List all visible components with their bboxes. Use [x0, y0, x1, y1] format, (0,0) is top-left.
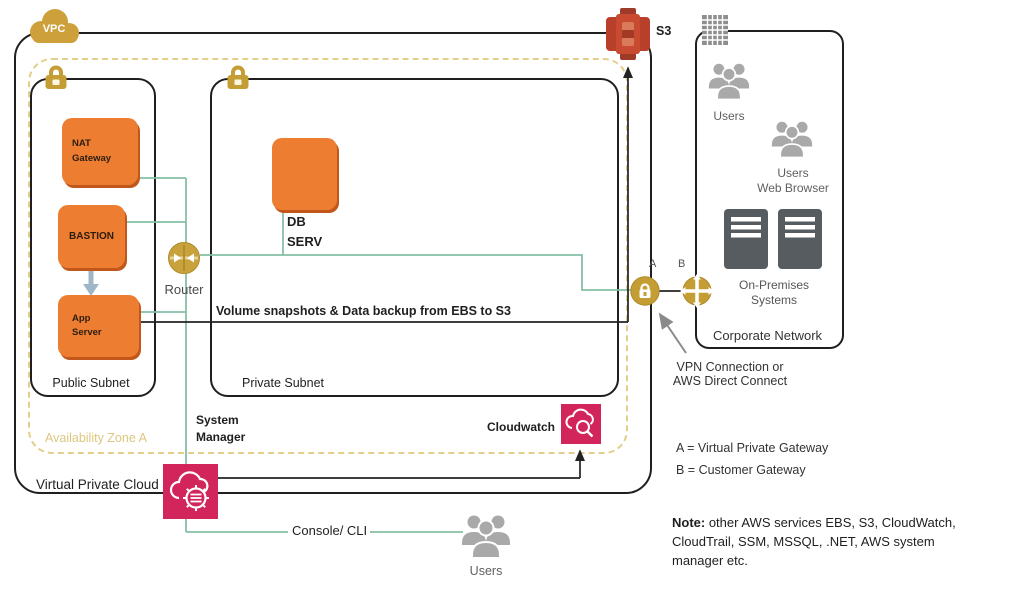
- building-icon: [702, 15, 728, 45]
- nat-gateway-node: NAT Gateway: [62, 118, 138, 185]
- bottom-users-label: Users: [469, 564, 503, 578]
- on-premises-label: On-Premises Systems: [738, 278, 809, 307]
- systems-manager-icon: [163, 464, 218, 519]
- router-label: Router: [164, 282, 204, 297]
- vpc-cloud-icon: [30, 9, 79, 43]
- note-prefix: Note:: [672, 515, 706, 530]
- vpn-connection-label: VPN Connection or AWS Direct Connect: [672, 360, 788, 388]
- backup-flow-label: Volume snapshots & Data backup from EBS …: [216, 304, 511, 318]
- vpc-cloud-label: VPC: [42, 23, 66, 35]
- system-manager-label: System Manager: [196, 413, 246, 445]
- vpc-boundary: [14, 32, 652, 494]
- users-icon: [461, 511, 511, 561]
- lock-icon: [224, 63, 252, 90]
- db-server-node: [272, 138, 337, 210]
- db-server-label: DB SERV: [287, 214, 323, 250]
- gateway-b-label: B: [678, 258, 686, 270]
- users-web-browser-label: Users Web Browser: [757, 166, 829, 195]
- users-icon: [708, 58, 750, 104]
- availability-zone-label: Availability Zone A: [45, 431, 147, 445]
- customer-gateway-icon: [680, 274, 714, 308]
- corp-users-label: Users: [713, 109, 745, 123]
- public-subnet-label: Public Subnet: [52, 376, 130, 390]
- private-subnet: [210, 78, 619, 397]
- virtual-private-gateway-icon: [630, 276, 660, 306]
- users-web-browser-icon: [771, 116, 813, 162]
- corporate-network-label: Corporate Network: [712, 328, 823, 343]
- s3-label: S3: [656, 24, 672, 38]
- note-text: Note: other AWS services EBS, S3, CloudW…: [672, 514, 982, 571]
- corporate-network: [695, 30, 844, 349]
- server-icon: [723, 208, 769, 270]
- gateway-a-label: A: [649, 258, 657, 270]
- bastion-node: BASTION: [58, 205, 125, 268]
- lock-icon: [42, 63, 70, 90]
- note-body: other AWS services EBS, S3, CloudWatch, …: [672, 515, 956, 568]
- s3-icon: [606, 8, 650, 60]
- legend-b: B = Customer Gateway: [676, 463, 806, 477]
- app-server-node: App Server: [58, 295, 139, 357]
- vpn-pointer-arrow: [658, 312, 687, 354]
- private-subnet-label: Private Subnet: [242, 376, 324, 390]
- cloudwatch-icon: [561, 404, 601, 444]
- console-cli-label: Console/ CLI: [292, 523, 368, 538]
- public-subnet: [30, 78, 156, 397]
- router-icon: [167, 241, 201, 275]
- server-icon: [777, 208, 823, 270]
- virtual-private-cloud-label: Virtual Private Cloud: [36, 477, 159, 492]
- legend-a: A = Virtual Private Gateway: [676, 441, 829, 455]
- cloudwatch-label: Cloudwatch: [487, 420, 555, 434]
